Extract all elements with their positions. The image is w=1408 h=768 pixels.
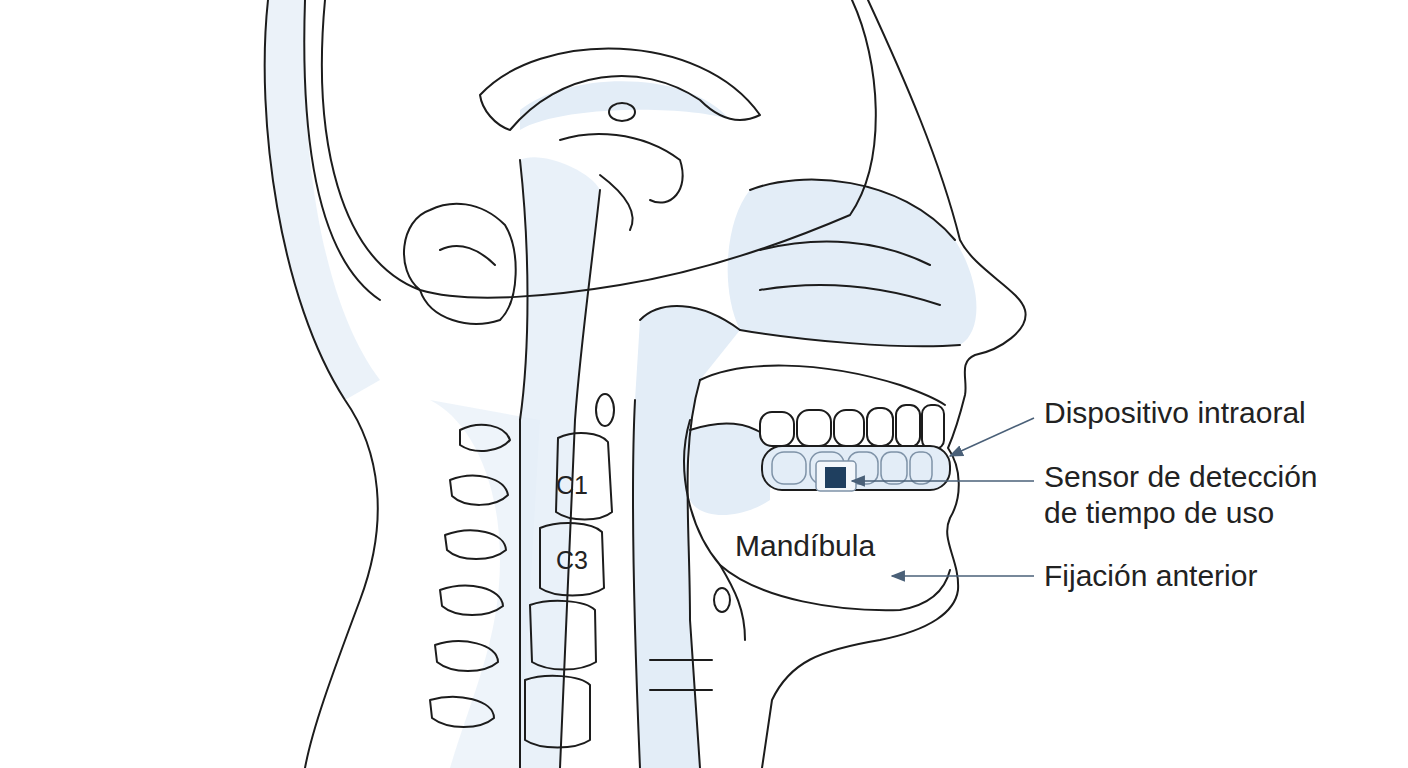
leader-line [950, 418, 1034, 456]
sensor-square [825, 467, 846, 488]
callout-label: Sensor de detección de tiempo de uso [1044, 459, 1344, 531]
vertebra-label: C3 [556, 545, 588, 575]
part-label: Mandíbula [735, 528, 875, 564]
leader-line [892, 575, 1034, 577]
vertebra-label: C1 [556, 470, 588, 500]
callout-label: Dispositivo intraoral [1044, 395, 1306, 431]
callout-label: Fijación anterior [1044, 558, 1257, 594]
leader-line [852, 480, 1034, 482]
